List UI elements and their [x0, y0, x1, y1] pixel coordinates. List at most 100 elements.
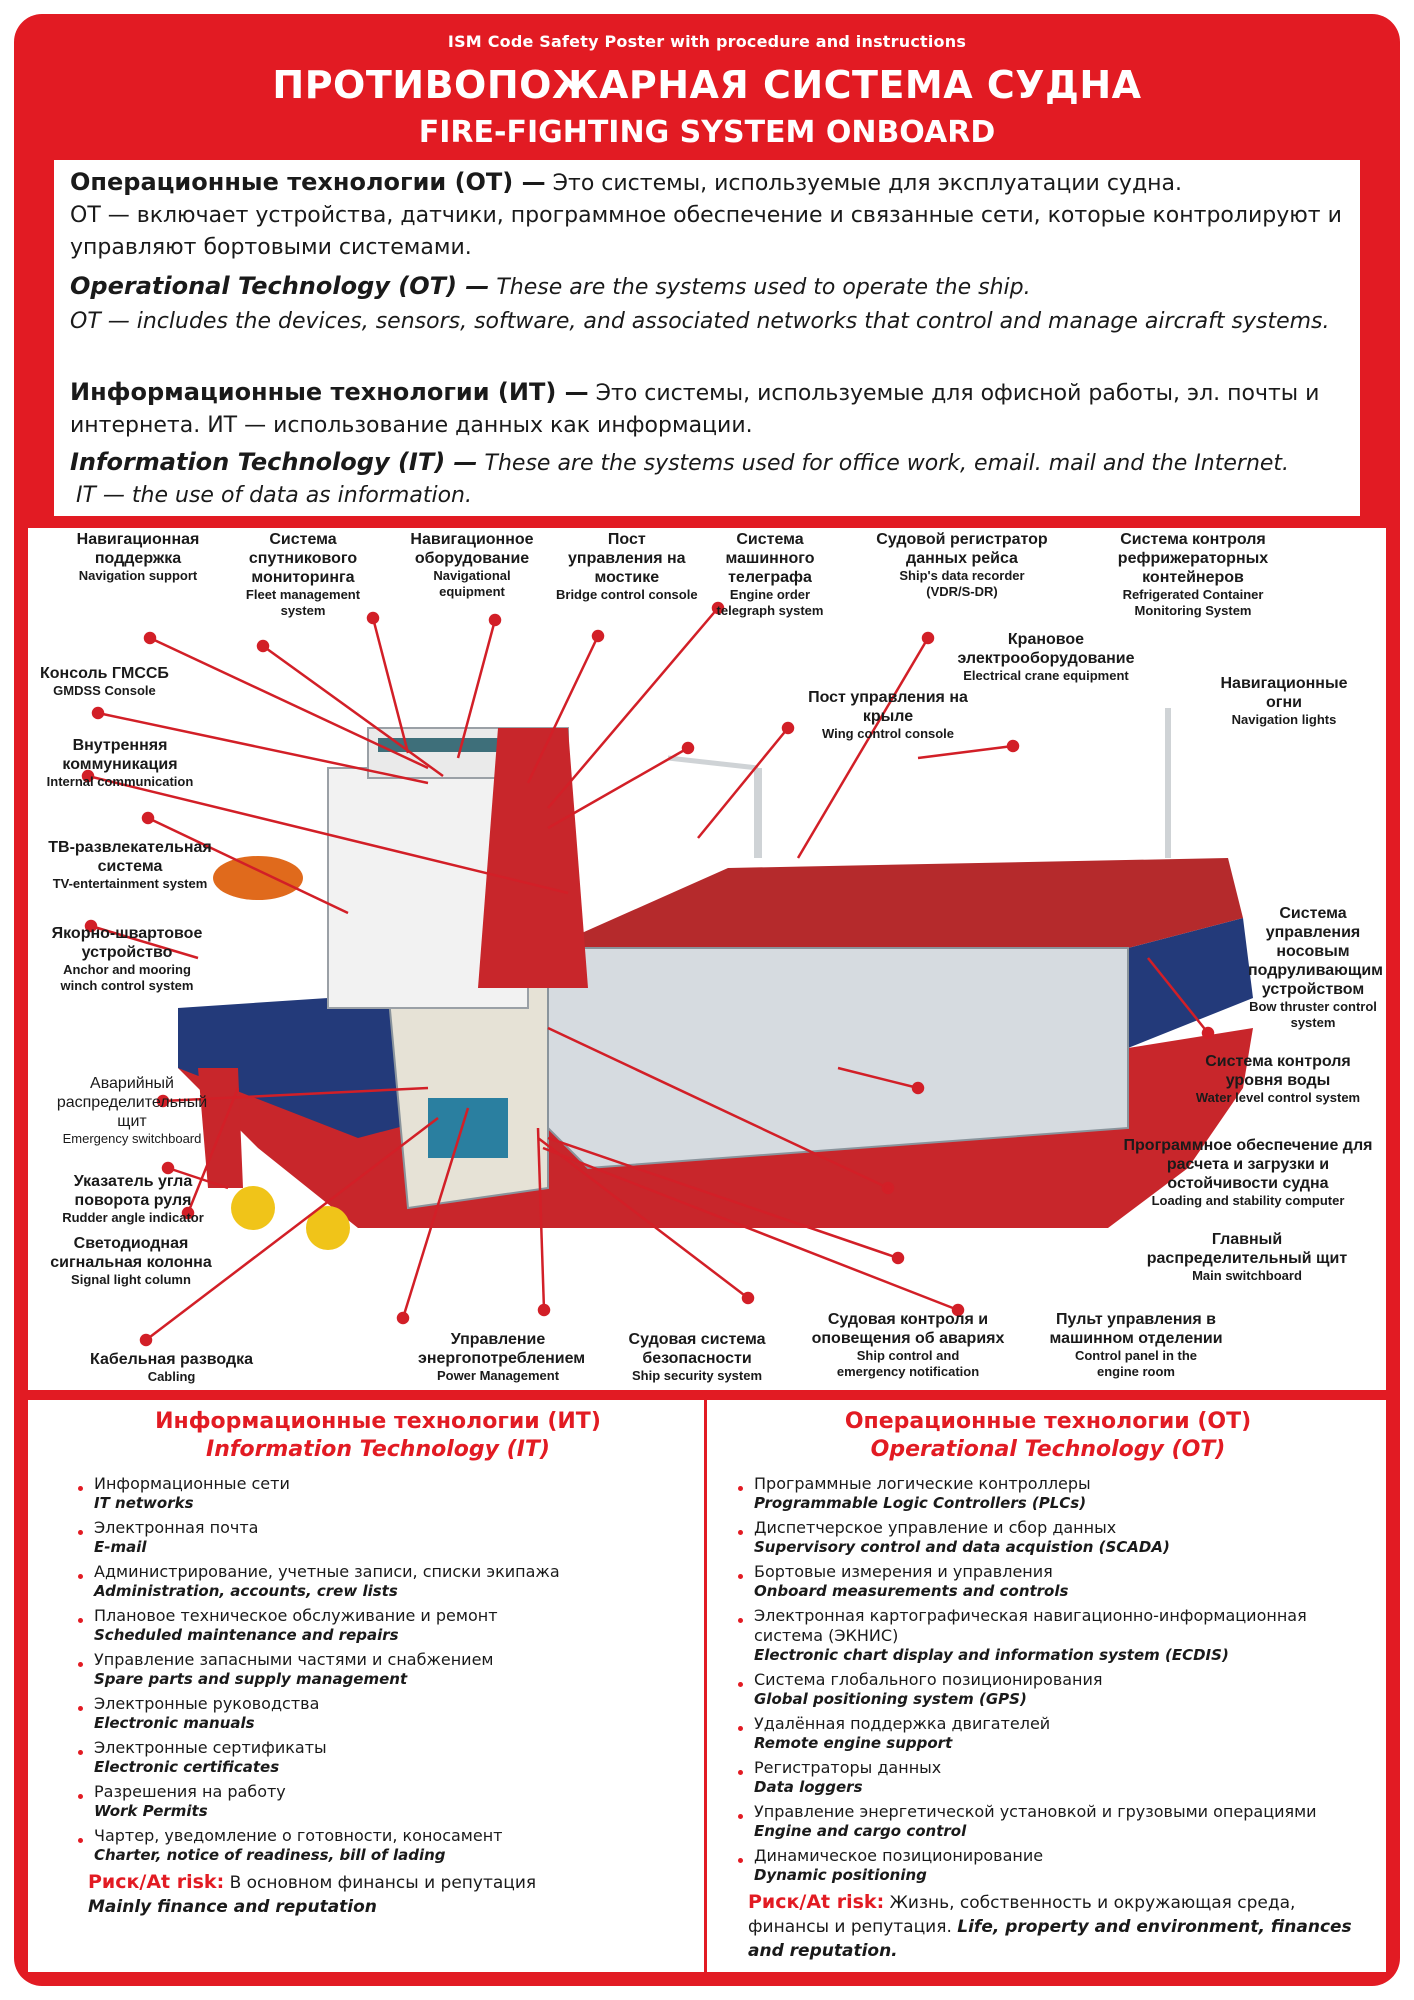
poster-title-en: FIRE-FIGHTING SYSTEM ONBOARD: [418, 115, 996, 150]
ot-title-ru: Операционные технологии (ОТ): [844, 1409, 1252, 1434]
propeller-1: [231, 1186, 275, 1230]
label-emergency-switchboard: Аварийный распределительный щит Emergenc…: [56, 1075, 208, 1146]
ot-risk-en: Life, property and environment, finances…: [748, 1917, 1352, 1961]
propeller-2: [306, 1206, 350, 1250]
ot-item-en: Supervisory control and data acquistion …: [754, 1538, 1170, 1556]
intro-it-ru-head: Информационные технологии (ИТ) —: [70, 378, 589, 406]
label-anchor-mooring: Якорно-швартовое устройство Anchor and m…: [51, 925, 203, 993]
ot-item: Электронная картографическая навигационн…: [728, 1606, 1368, 1665]
label-gmdss: Консоль ГМССБ GMDSS Console: [40, 665, 169, 698]
intro-panel: Операционные технологии (ОТ) — Это систе…: [54, 160, 1360, 516]
label-fleet-management: Система спутникового мониторинга Fleet m…: [245, 531, 361, 618]
label-ship-control-notification: Судовая контроля и оповещения об авариях…: [811, 1311, 1005, 1379]
ot-item-en: Data loggers: [754, 1778, 863, 1796]
it-title-en: Information Technology (IT): [206, 1437, 550, 1462]
ot-item-ru: Удалённая поддержка двигателей: [754, 1714, 1051, 1733]
label-telegraph: Система машинного телеграфа Engine order…: [716, 531, 824, 618]
bullet-icon: [738, 1486, 743, 1491]
it-item-en: E-mail: [94, 1538, 147, 1556]
it-item: Администрирование, учетные записи, списк…: [68, 1562, 688, 1601]
label-loading-stability: Программное обеспечение для расчета и за…: [1123, 1137, 1373, 1208]
label-bow-thruster: Система управления носовым подруливающим…: [1248, 905, 1383, 1030]
main-engine: [428, 1098, 508, 1158]
intro-ot-en-head: Operational Technology (OT) —: [70, 272, 490, 300]
it-item-ru: Электронная почта: [94, 1518, 259, 1537]
label-signal-light: Светодиодная сигнальная колонна Signal l…: [50, 1235, 212, 1287]
intro-it-ru: Информационные технологии (ИТ) — Это сис…: [70, 376, 1360, 442]
intro-ot-en: Operational Technology (OT) — These are …: [70, 270, 1360, 304]
intro-it-en: Information Technology (IT) — These are …: [70, 446, 1360, 480]
ot-item-en: Dynamic positioning: [754, 1866, 927, 1884]
it-item: Плановое техническое обслуживание и ремо…: [68, 1606, 688, 1645]
bullet-icon: [78, 1662, 83, 1667]
it-risk-en: Mainly finance and reputation: [88, 1897, 377, 1917]
it-item-en: IT networks: [94, 1494, 194, 1512]
ot-item-ru: Диспетчерское управление и сбор данных: [754, 1518, 1117, 1537]
intro-ot-ru: Операционные технологии (ОТ) — Это систе…: [70, 166, 1360, 200]
bullet-icon: [738, 1618, 743, 1623]
intro-it-ru-1: Это системы, используемые для офисной ра…: [70, 381, 1320, 438]
label-main-switchboard: Главный распределительный щит Main switc…: [1146, 1231, 1348, 1283]
it-item-en: Spare parts and supply management: [94, 1670, 408, 1688]
it-item-ru: Администрирование, учетные записи, списк…: [94, 1562, 560, 1581]
bullet-icon: [738, 1530, 743, 1535]
ot-item-ru: Электронная картографическая навигационн…: [754, 1606, 1307, 1645]
intro-it-en-1: These are the systems used for office wo…: [484, 451, 1290, 476]
ot-item-ru: Бортовые измерения и управления: [754, 1562, 1053, 1581]
column-divider: [704, 1400, 707, 1972]
ot-risk-label: Риск/At risk:: [748, 1891, 885, 1913]
label-navigation-support: Навигационная поддержка Navigation suppo…: [76, 531, 200, 583]
it-item-ru: Плановое техническое обслуживание и ремо…: [94, 1606, 498, 1625]
ot-item-ru: Динамическое позиционирование: [754, 1846, 1044, 1865]
it-item-ru: Электронные сертификаты: [94, 1738, 327, 1757]
label-tv-entertainment: ТВ-развлекательная система TV-entertainm…: [48, 839, 212, 891]
intro-ot-en-2: OT — includes the devices, sensors, soft…: [70, 309, 1330, 334]
lifeboat: [213, 856, 303, 900]
ot-item-ru: Регистраторы данных: [754, 1758, 942, 1777]
bullet-icon: [78, 1794, 83, 1799]
it-title-ru: Информационные технологии (ИТ): [155, 1409, 601, 1434]
bullet-icon: [78, 1486, 83, 1491]
it-item-en: Electronic manuals: [94, 1714, 255, 1732]
it-risk-ru: В основном финансы и репутация: [229, 1873, 537, 1893]
bullet-icon: [738, 1770, 743, 1775]
ot-item-ru: Программные логические контроллеры: [754, 1474, 1091, 1493]
crane-jib: [667, 755, 759, 771]
it-column: Информационные технологии (ИТ) Informati…: [68, 1400, 688, 1972]
it-item: Чартер, уведомление о готовности, коноса…: [68, 1826, 688, 1865]
it-ot-panel: Информационные технологии (ИТ) Informati…: [28, 1400, 1386, 1972]
label-reefer: Система контроля рефрижераторных контейн…: [1117, 531, 1269, 618]
ot-title-en: Operational Technology (OT): [870, 1437, 1226, 1462]
cargo-hold-cutaway: [547, 947, 1129, 1170]
ot-item-en: Global positioning system (GPS): [754, 1690, 1027, 1708]
ot-item-en: Onboard measurements and controls: [754, 1582, 1069, 1600]
ot-item-en: Programmable Logic Controllers (PLCs): [754, 1494, 1087, 1512]
it-item-ru: Управление запасными частями и снабжение…: [94, 1650, 494, 1669]
intro-it-en-head: Information Technology (IT) —: [70, 448, 478, 476]
ot-item-en: Remote engine support: [754, 1734, 953, 1752]
label-vdr: Судовой регистратор данных рейса Ship's …: [876, 531, 1048, 599]
ot-item: Управление энергетической установкой и г…: [728, 1802, 1368, 1841]
ot-item-ru: Система глобального позиционирования: [754, 1670, 1103, 1689]
bullet-icon: [78, 1530, 83, 1535]
ot-item-en: Electronic chart display and information…: [754, 1646, 1229, 1664]
label-water-level: Система контроля уровня воды Water level…: [1195, 1053, 1361, 1105]
intro-ot-en-1: These are the systems used to operate th…: [496, 275, 1031, 300]
bullet-icon: [78, 1838, 83, 1843]
it-item-en: Scheduled maintenance and repairs: [94, 1626, 399, 1644]
label-internal-communication: Внутренняя коммуникация Internal communi…: [46, 737, 194, 789]
ot-item-en: Engine and cargo control: [754, 1822, 967, 1840]
ot-risk-ru: Жизнь, собственность и окружающая среда,…: [748, 1893, 1296, 1937]
it-item-ru: Электронные руководства: [94, 1694, 320, 1713]
bullet-icon: [738, 1814, 743, 1819]
ot-item-ru: Управление энергетической установкой и г…: [754, 1802, 1317, 1821]
